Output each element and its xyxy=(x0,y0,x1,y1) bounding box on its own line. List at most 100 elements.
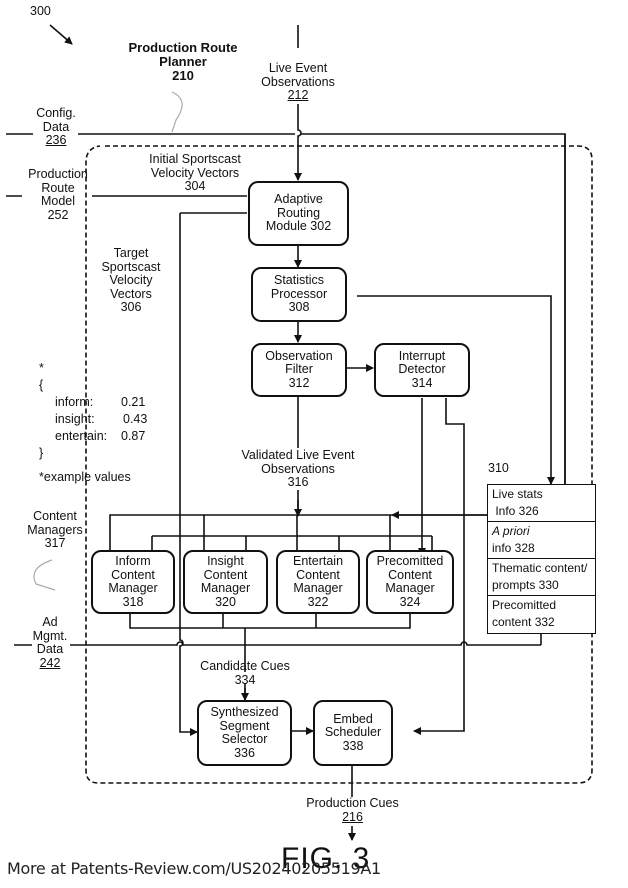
route-model-line3: Model xyxy=(22,195,94,209)
interrupt-detector[interactable]: Interrupt Detector 314 xyxy=(374,343,470,397)
figure-ref-number: 300 xyxy=(30,5,51,19)
synthesized-segment-selector[interactable]: Synthesized Segment Selector 336 xyxy=(197,700,292,766)
module-text: 318 xyxy=(123,596,144,610)
observation-filter[interactable]: Observation Filter 312 xyxy=(251,343,347,397)
module-text: Embed xyxy=(333,713,373,727)
config-number: 236 xyxy=(26,134,86,148)
planner-number: 210 xyxy=(118,69,248,83)
module-text: 324 xyxy=(400,596,421,610)
module-text: Manager xyxy=(293,582,342,596)
route-model-number: 252 xyxy=(22,209,94,223)
module-text: Entertain xyxy=(293,555,343,569)
content-managers-line2: Managers xyxy=(20,524,90,538)
planner-title-line2: Planner xyxy=(118,55,248,69)
module-text: Insight xyxy=(207,555,244,569)
module-text: Processor xyxy=(271,288,327,302)
module-text: 336 xyxy=(234,747,255,761)
example-open-brace: { xyxy=(39,377,147,394)
data-store: Live stats Info 326 A priori info 328 Th… xyxy=(487,484,596,634)
validated-line1: Validated Live Event xyxy=(228,449,368,463)
candidate-cues-number: 334 xyxy=(190,674,300,688)
example-key: entertain: xyxy=(55,428,121,445)
content-managers-line1: Content xyxy=(20,510,90,524)
insight-content-manager[interactable]: Insight Content Manager 320 xyxy=(183,550,268,614)
store-cell-text: info 328 xyxy=(492,540,590,557)
route-model-line1: Production xyxy=(22,168,94,182)
example-close-brace: } xyxy=(39,445,147,462)
module-text: Manager xyxy=(201,582,250,596)
module-text: 320 xyxy=(215,596,236,610)
module-text: Detector xyxy=(398,363,445,377)
store-cell-thematic[interactable]: Thematic content/ prompts 330 xyxy=(488,559,595,596)
validated-observations-label: Validated Live Event Observations 316 xyxy=(228,449,368,490)
example-key: insight: xyxy=(55,411,121,428)
module-text: Segment xyxy=(219,720,269,734)
planner-title-line1: Production Route xyxy=(118,41,248,55)
ad-mgmt-line xyxy=(14,642,541,645)
store-cell-precommitted[interactable]: Precomitted content 332 xyxy=(488,596,595,633)
module-text: Content xyxy=(388,569,432,583)
example-value: 0.21 xyxy=(121,394,147,411)
target-vectors-line1: Target xyxy=(95,247,167,261)
module-text: Content xyxy=(111,569,155,583)
module-text: Filter xyxy=(285,363,313,377)
module-text: Module 302 xyxy=(266,220,331,234)
store-cell-live-stats[interactable]: Live stats Info 326 xyxy=(488,485,595,522)
module-text: 308 xyxy=(289,301,310,315)
candidate-cues-line1: Candidate Cues xyxy=(190,660,300,674)
example-values: * { inform:0.21 insight:0.43 entertain:0… xyxy=(39,360,147,486)
initial-vectors-line2: Velocity Vectors xyxy=(135,167,255,181)
module-text: 322 xyxy=(308,596,329,610)
inform-content-manager[interactable]: Inform Content Manager 318 xyxy=(91,550,175,614)
validated-line2: Observations xyxy=(228,463,368,477)
example-value: 0.87 xyxy=(121,428,147,445)
production-cues-number: 216 xyxy=(295,811,410,825)
initial-vectors-number: 304 xyxy=(135,180,255,194)
production-cues-label: Production Cues 216 xyxy=(295,797,410,824)
store-number: 310 xyxy=(488,462,509,476)
adaptive-routing-module[interactable]: Adaptive Routing Module 302 xyxy=(248,181,349,246)
route-model-label: Production Route Model 252 xyxy=(22,168,94,222)
module-text: Content xyxy=(204,569,248,583)
module-text: Precomitted xyxy=(377,555,444,569)
example-value: 0.43 xyxy=(121,411,147,428)
target-vectors-line4: Vectors xyxy=(95,288,167,302)
module-text: Statistics xyxy=(274,274,324,288)
module-text: Routing xyxy=(277,207,320,221)
store-cell-text: Precomitted xyxy=(492,597,590,614)
module-text: Observation xyxy=(265,350,332,364)
validated-number: 316 xyxy=(228,476,368,490)
embed-scheduler[interactable]: Embed Scheduler 338 xyxy=(313,700,393,766)
footer-link[interactable]: More at Patents-Review.com/US20240205519… xyxy=(7,859,381,878)
statistics-processor[interactable]: Statistics Processor 308 xyxy=(251,267,347,322)
module-text: Manager xyxy=(108,582,157,596)
store-cell-a-priori[interactable]: A priori info 328 xyxy=(488,522,595,559)
example-note: *example values xyxy=(39,469,147,486)
store-cell-text: A priori xyxy=(492,523,590,540)
module-text: Adaptive xyxy=(274,193,323,207)
entertain-content-manager[interactable]: Entertain Content Manager 322 xyxy=(276,550,360,614)
precommitted-content-manager[interactable]: Precomitted Content Manager 324 xyxy=(366,550,454,614)
example-key: inform: xyxy=(55,394,121,411)
planner-title: Production Route Planner 210 xyxy=(118,41,248,83)
production-cues-line1: Production Cues xyxy=(295,797,410,811)
content-managers-number: 317 xyxy=(20,537,90,551)
candidate-cues-label: Candidate Cues 334 xyxy=(190,660,300,687)
module-text: Scheduler xyxy=(325,726,381,740)
store-cell-text: content 332 xyxy=(492,614,590,631)
ad-line2: Mgmt. xyxy=(26,630,74,644)
route-model-line2: Route xyxy=(22,182,94,196)
content-managers-label: Content Managers 317 xyxy=(20,510,90,551)
config-line1: Config. xyxy=(26,107,86,121)
target-vectors-number: 306 xyxy=(95,301,167,315)
module-text: Content xyxy=(296,569,340,583)
store-cell-text: Info 326 xyxy=(492,503,590,520)
live-event-line1: Live Event xyxy=(248,62,348,76)
target-vectors-label: Target Sportscast Velocity Vectors 306 xyxy=(95,247,167,315)
module-text: 314 xyxy=(412,377,433,391)
module-text: Synthesized xyxy=(210,706,278,720)
target-vectors-line2: Sportscast xyxy=(95,261,167,275)
ad-line1: Ad xyxy=(26,616,74,630)
live-event-number: 212 xyxy=(248,89,348,103)
module-text: 338 xyxy=(343,740,364,754)
